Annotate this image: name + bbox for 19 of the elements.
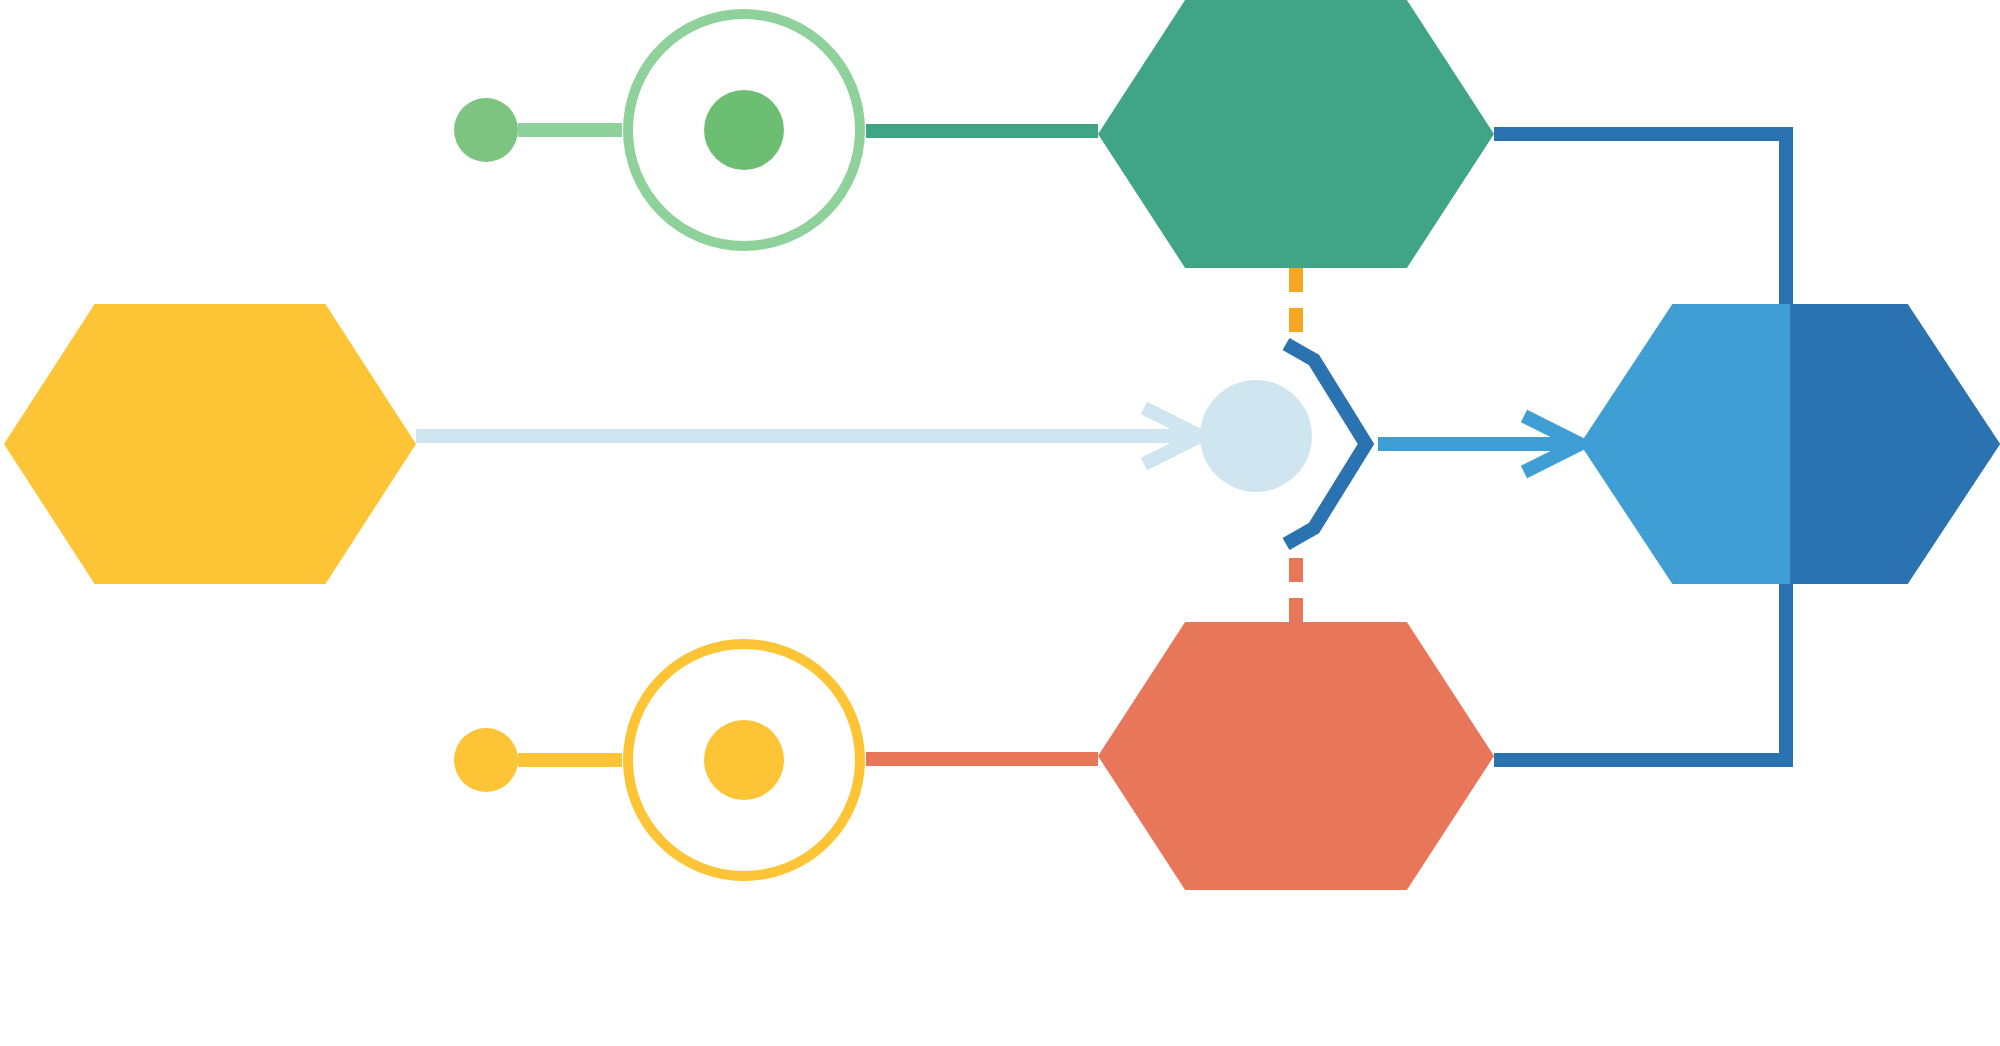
connector-line bbox=[518, 753, 622, 767]
connector-line bbox=[1289, 552, 1303, 622]
arrow bbox=[1378, 409, 1587, 479]
connector-line bbox=[1494, 127, 1793, 304]
hexagon-shape bbox=[1580, 304, 2000, 584]
ring-circle bbox=[622, 8, 866, 252]
ring-circle bbox=[622, 638, 866, 882]
hexagon-shape bbox=[4, 304, 416, 584]
connector-line bbox=[866, 752, 1098, 767]
connector-line bbox=[1494, 584, 1793, 767]
connector-line bbox=[1289, 268, 1303, 336]
connector-line bbox=[866, 123, 1098, 138]
connector-line bbox=[518, 123, 622, 137]
hexagon-shape bbox=[1098, 0, 1494, 268]
hexagon-shape bbox=[1098, 622, 1494, 890]
circle-shape bbox=[454, 98, 518, 162]
circle-shape bbox=[454, 728, 518, 792]
chevron-shape bbox=[1278, 336, 1378, 552]
circle-shape bbox=[1200, 380, 1312, 492]
